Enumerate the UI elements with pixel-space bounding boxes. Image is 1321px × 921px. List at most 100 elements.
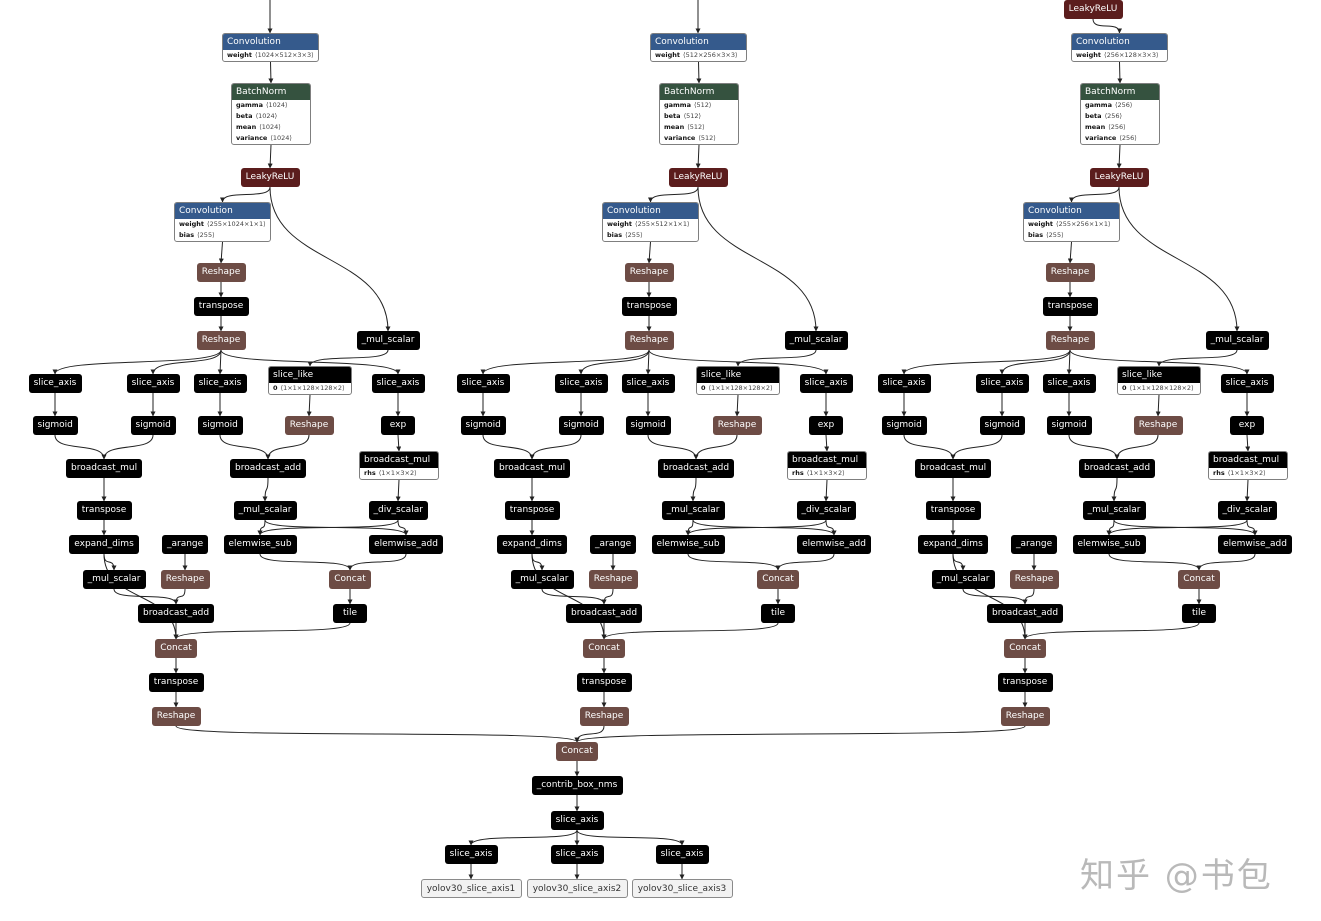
branch2-mul-scalar-2[interactable]: _mul_scalar (661, 501, 725, 520)
branch2-transpose-2[interactable]: transpose (504, 501, 560, 520)
branch3-tile[interactable]: tile (1182, 604, 1216, 623)
output-slice-axis-2[interactable]: slice_axis (550, 845, 604, 864)
branch3-elemwise-add[interactable]: elemwise_add (1218, 535, 1292, 554)
branch3-reshape-1[interactable]: Reshape (1045, 263, 1095, 282)
branch3-reshape-4[interactable]: Reshape (1009, 570, 1059, 589)
branch1-transpose-2[interactable]: transpose (76, 501, 132, 520)
branch3-reshape-5[interactable]: Reshape (1000, 707, 1050, 726)
branch3-concat-boxes[interactable]: Concat (1178, 570, 1220, 589)
branch2-concat-boxes[interactable]: Concat (757, 570, 799, 589)
branch1-tile[interactable]: tile (333, 604, 367, 623)
branch2-sigmoid-1[interactable]: sigmoid (460, 416, 506, 435)
branch3-slice-axis-2[interactable]: slice_axis (975, 374, 1029, 393)
branch1-leakyrelu[interactable]: LeakyReLU (240, 168, 300, 187)
branch3-sigmoid-3[interactable]: sigmoid (1046, 416, 1092, 435)
branch2-mul-scalar-3[interactable]: _mul_scalar (510, 570, 574, 589)
branch3-sigmoid-1[interactable]: sigmoid (881, 416, 927, 435)
branch2-arange[interactable]: _arange (590, 535, 636, 554)
branch2-elemwise-add[interactable]: elemwise_add (797, 535, 871, 554)
branch1-broadcast-add-1[interactable]: broadcast_add (230, 459, 306, 478)
branch2-concat-output[interactable]: Concat (583, 639, 625, 658)
branch3-broadcast-add-1[interactable]: broadcast_add (1079, 459, 1155, 478)
branch1-transpose-3[interactable]: transpose (148, 673, 204, 692)
branch2-elemwise-sub[interactable]: elemwise_sub (651, 535, 725, 554)
branch2-tile[interactable]: tile (761, 604, 795, 623)
branch3-mul-scalar-3[interactable]: _mul_scalar (931, 570, 995, 589)
branch2-reshape-4[interactable]: Reshape (588, 570, 638, 589)
branch1-div-scalar[interactable]: _div_scalar (368, 501, 428, 520)
branch3-leakyrelu[interactable]: LeakyReLU (1089, 168, 1149, 187)
branch3-mul-scalar-stride[interactable]: _mul_scalar (1205, 331, 1269, 350)
branch1-elemwise-add[interactable]: elemwise_add (369, 535, 443, 554)
branch1-arange[interactable]: _arange (162, 535, 208, 554)
branch1-reshape-4[interactable]: Reshape (160, 570, 210, 589)
branch2-reshape-1[interactable]: Reshape (624, 263, 674, 282)
output-node-2[interactable]: yolov30_slice_axis2 (526, 879, 628, 898)
branch2-slice-axis-2[interactable]: slice_axis (554, 374, 608, 393)
branch3-transpose-3[interactable]: transpose (997, 673, 1053, 692)
branch3-expand-dims[interactable]: expand_dims (918, 535, 988, 554)
branch1-reshape-2[interactable]: Reshape (196, 331, 246, 350)
branch2-leakyrelu[interactable]: LeakyReLU (668, 168, 728, 187)
branch3-exp[interactable]: exp (1230, 416, 1264, 435)
output-slice-axis-1[interactable]: slice_axis (444, 845, 498, 864)
branch2-reshape-5[interactable]: Reshape (579, 707, 629, 726)
branch1-sigmoid-3[interactable]: sigmoid (197, 416, 243, 435)
branch2-transpose-1[interactable]: transpose (621, 297, 677, 316)
branch3-broadcast-add-2[interactable]: broadcast_add (987, 604, 1063, 623)
branch1-reshape-1[interactable]: Reshape (196, 263, 246, 282)
branch1-transpose-1[interactable]: transpose (193, 297, 249, 316)
branch2-slice-axis-1[interactable]: slice_axis (456, 374, 510, 393)
output-node-1[interactable]: yolov30_slice_axis1 (420, 879, 522, 898)
branch2-sigmoid-3[interactable]: sigmoid (625, 416, 671, 435)
branch3-mul-scalar-2[interactable]: _mul_scalar (1082, 501, 1146, 520)
branch3-transpose-1[interactable]: transpose (1042, 297, 1098, 316)
branch3-transpose-2[interactable]: transpose (925, 501, 981, 520)
output-node-3[interactable]: yolov30_slice_axis3 (631, 879, 733, 898)
branch1-slice-axis-3[interactable]: slice_axis (193, 374, 247, 393)
branch1-broadcast-add-2[interactable]: broadcast_add (138, 604, 214, 623)
branch1-sigmoid-1[interactable]: sigmoid (32, 416, 78, 435)
branch3-concat-output[interactable]: Concat (1004, 639, 1046, 658)
branch2-broadcast-mul-a[interactable]: broadcast_mul (494, 459, 570, 478)
branch2-reshape-2[interactable]: Reshape (624, 331, 674, 350)
branch2-slice-axis-4[interactable]: slice_axis (799, 374, 853, 393)
branch1-elemwise-sub[interactable]: elemwise_sub (223, 535, 297, 554)
branch1-slice-axis-1[interactable]: slice_axis (28, 374, 82, 393)
branch2-exp[interactable]: exp (809, 416, 843, 435)
branch1-reshape-5[interactable]: Reshape (151, 707, 201, 726)
final-concat[interactable]: Concat (556, 742, 598, 761)
branch1-broadcast-mul-a[interactable]: broadcast_mul (66, 459, 142, 478)
branch3-slice-axis-4[interactable]: slice_axis (1220, 374, 1274, 393)
branch3-arange[interactable]: _arange (1011, 535, 1057, 554)
branch3-div-scalar[interactable]: _div_scalar (1217, 501, 1277, 520)
branch1-sigmoid-2[interactable]: sigmoid (130, 416, 176, 435)
branch1-concat-output[interactable]: Concat (155, 639, 197, 658)
branch3-broadcast-mul-a[interactable]: broadcast_mul (915, 459, 991, 478)
branch2-reshape-3[interactable]: Reshape (712, 416, 762, 435)
branch2-sigmoid-2[interactable]: sigmoid (558, 416, 604, 435)
branch3-reshape-3[interactable]: Reshape (1133, 416, 1183, 435)
branch1-slice-axis-2[interactable]: slice_axis (126, 374, 180, 393)
branch1-slice-axis-4[interactable]: slice_axis (371, 374, 425, 393)
branch2-expand-dims[interactable]: expand_dims (497, 535, 567, 554)
final-slice-axis[interactable]: slice_axis (550, 811, 604, 830)
branch3-leakyrelu-input[interactable]: LeakyReLU (1063, 0, 1123, 19)
branch1-mul-scalar-2[interactable]: _mul_scalar (233, 501, 297, 520)
branch3-slice-axis-3[interactable]: slice_axis (1042, 374, 1096, 393)
branch1-mul-scalar-stride[interactable]: _mul_scalar (356, 331, 420, 350)
branch3-slice-axis-1[interactable]: slice_axis (877, 374, 931, 393)
branch3-reshape-2[interactable]: Reshape (1045, 331, 1095, 350)
